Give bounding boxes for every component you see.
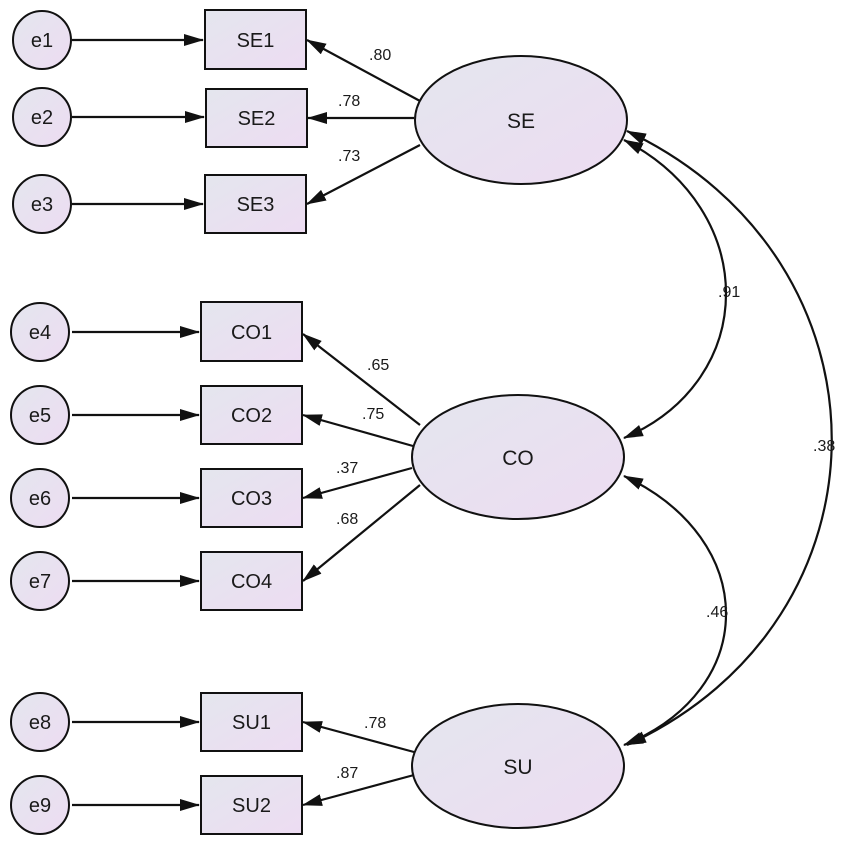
error-node-e3: e3 bbox=[12, 174, 72, 234]
correlation-co-su bbox=[623, 475, 728, 747]
latent-label-su: SU bbox=[503, 756, 532, 779]
latent-node-su: SU bbox=[411, 703, 625, 829]
loading-co-co1 bbox=[302, 333, 421, 426]
error-label-e3: e3 bbox=[31, 194, 53, 216]
error-label-e2: e2 bbox=[31, 107, 53, 129]
loading-label-co4: .68 bbox=[336, 511, 358, 528]
correlation-label-se-su: .38 bbox=[813, 438, 835, 455]
indicator-label-su1: SU1 bbox=[232, 712, 271, 734]
error-label-e5: e5 bbox=[29, 405, 51, 427]
loading-label-co1: .65 bbox=[367, 357, 389, 374]
correlation-label-se-co: .91 bbox=[718, 284, 740, 301]
indicator-box-su1: SU1 bbox=[200, 692, 303, 752]
loading-se-se1 bbox=[306, 39, 421, 102]
indicator-box-co1: CO1 bbox=[200, 301, 303, 362]
loading-label-co3: .37 bbox=[336, 460, 358, 477]
error-label-e9: e9 bbox=[29, 795, 51, 817]
error-node-e6: e6 bbox=[10, 468, 70, 528]
latent-label-se: SE bbox=[507, 110, 535, 133]
error-node-e8: e8 bbox=[10, 692, 70, 752]
indicator-label-se1: SE1 bbox=[237, 30, 275, 52]
error-label-e1: e1 bbox=[31, 30, 53, 52]
correlation-se-co bbox=[623, 139, 728, 440]
loading-label-su1: .78 bbox=[364, 715, 386, 732]
error-label-e6: e6 bbox=[29, 488, 51, 510]
loading-label-se3: .73 bbox=[338, 148, 360, 165]
error-label-e7: e7 bbox=[29, 571, 51, 593]
indicator-box-se1: SE1 bbox=[204, 9, 307, 70]
loading-co-co2 bbox=[302, 413, 414, 448]
indicator-label-co3: CO3 bbox=[231, 488, 272, 510]
loading-label-su2: .87 bbox=[336, 765, 358, 782]
indicator-label-co1: CO1 bbox=[231, 322, 272, 344]
latent-node-se: SE bbox=[414, 55, 628, 185]
error-label-e8: e8 bbox=[29, 712, 51, 734]
latent-label-co: CO bbox=[502, 447, 534, 470]
loading-su-su2 bbox=[302, 773, 415, 807]
indicator-label-co4: CO4 bbox=[231, 571, 272, 593]
indicator-box-se2: SE2 bbox=[205, 88, 308, 148]
loading-co-co4 bbox=[302, 484, 421, 582]
error-node-e2: e2 bbox=[12, 87, 72, 147]
loading-se-se3 bbox=[306, 144, 421, 205]
indicator-label-co2: CO2 bbox=[231, 405, 272, 427]
indicator-box-co2: CO2 bbox=[200, 385, 303, 445]
indicator-box-co3: CO3 bbox=[200, 468, 303, 528]
indicator-label-se3: SE3 bbox=[237, 194, 275, 216]
error-node-e4: e4 bbox=[10, 302, 70, 362]
indicator-box-co4: CO4 bbox=[200, 551, 303, 611]
loading-co-co3 bbox=[302, 466, 413, 500]
correlation-label-co-su: .46 bbox=[706, 604, 728, 621]
error-node-e1: e1 bbox=[12, 10, 72, 70]
indicator-label-su2: SU2 bbox=[232, 795, 271, 817]
error-label-e4: e4 bbox=[29, 322, 51, 344]
error-node-e7: e7 bbox=[10, 551, 70, 611]
loading-label-se2: .78 bbox=[338, 93, 360, 110]
correlation-se-su bbox=[626, 130, 833, 746]
error-node-e5: e5 bbox=[10, 385, 70, 445]
loading-label-se1: .80 bbox=[369, 47, 391, 64]
indicator-box-su2: SU2 bbox=[200, 775, 303, 835]
loading-su-su1 bbox=[302, 720, 415, 754]
latent-node-co: CO bbox=[411, 394, 625, 520]
indicator-box-se3: SE3 bbox=[204, 174, 307, 234]
indicator-label-se2: SE2 bbox=[238, 108, 276, 130]
error-node-e9: e9 bbox=[10, 775, 70, 835]
loading-label-co2: .75 bbox=[362, 406, 384, 423]
